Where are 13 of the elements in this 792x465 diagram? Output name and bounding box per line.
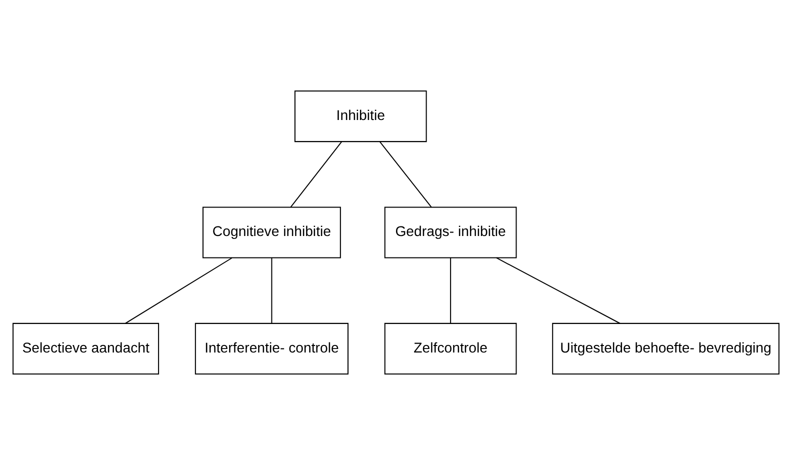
connector: [450, 258, 452, 324]
connector: [496, 257, 620, 324]
node-box: Inhibitie: [294, 90, 427, 142]
connector: [271, 258, 272, 324]
connector: [290, 142, 342, 208]
node-box: Gedrags- inhibitie: [384, 206, 517, 258]
connector: [125, 258, 232, 324]
node-box: Zelfcontrole: [384, 322, 517, 374]
node-box: Uitgestelde behoefte- bevrediging: [552, 322, 780, 374]
connector: [380, 142, 432, 208]
node-box: Cognitieve inhibitie: [202, 206, 341, 258]
node-box: Selectieve aandacht: [12, 322, 160, 374]
node-box: Interferentie- controle: [194, 322, 348, 374]
